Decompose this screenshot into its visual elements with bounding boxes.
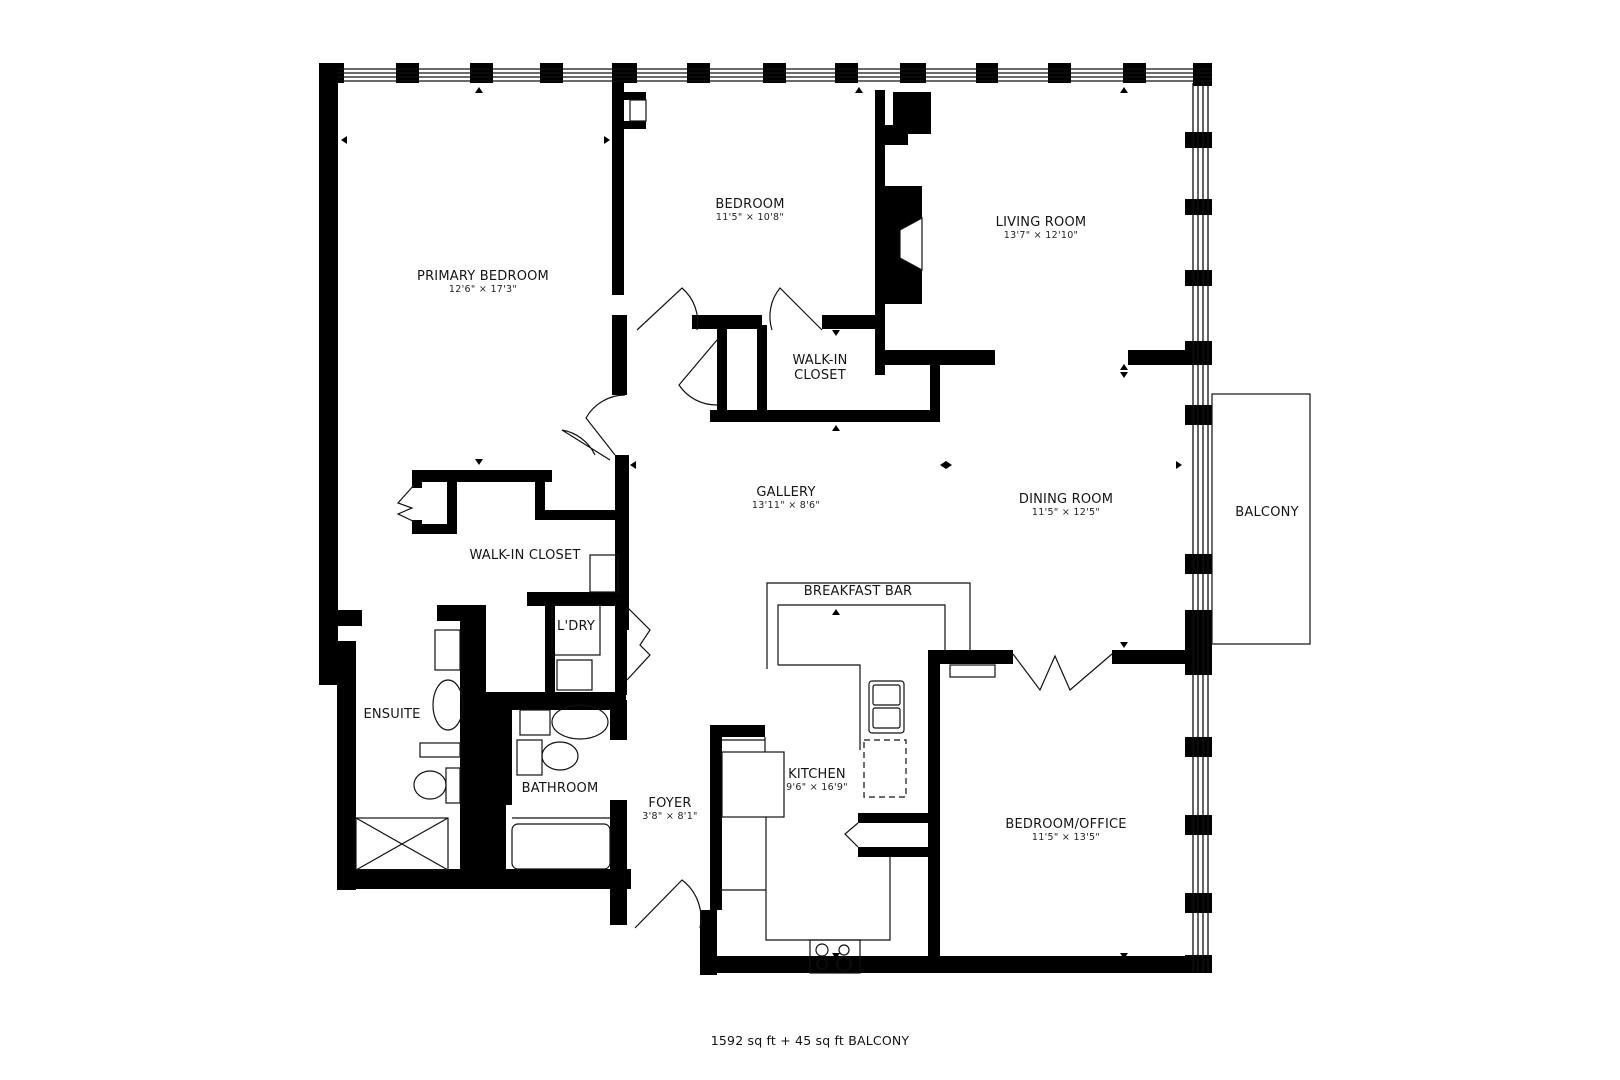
room-label-breakfast-bar: BREAKFAST BAR [803,584,913,600]
room-name: BALCONY [1235,505,1299,520]
room-name: WALK-IN CLOSET [469,548,581,563]
room-dimensions: 12'6" × 17'3" [448,283,518,295]
room-label-laundry: L'DRY [557,619,595,635]
room-label-bathroom: BATHROOM [521,781,599,797]
room-label-walk-in-closet-primary: WALK-IN CLOSET [469,548,581,564]
room-name: FOYER [648,796,692,811]
area-summary: 1592 sq ft + 45 sq ft BALCONY [710,1033,910,1048]
window-lines [338,68,1212,973]
fixtures-and-doors [355,99,1311,974]
room-label-ensuite: ENSUITE [363,707,421,723]
room-label-gallery: GALLERY 13'11" × 8'6" [751,485,821,512]
room-dimensions: 13'7" × 12'10" [1003,229,1079,241]
room-name: KITCHEN [788,767,846,782]
room-dimensions: 13'11" × 8'6" [751,499,821,511]
room-dimensions: 11'5" × 13'5" [1031,831,1101,843]
room-name-line1: WALK-IN [792,353,848,368]
room-name: GALLERY [756,485,816,500]
room-label-primary-bedroom: PRIMARY BEDROOM 12'6" × 17'3" [417,269,549,296]
dimension-markers [341,87,1182,959]
room-name-line2: CLOSET [794,367,846,383]
room-name: DINING ROOM [1018,492,1114,507]
room-label-bedroom-office: BEDROOM/OFFICE 11'5" × 13'5" [1005,817,1127,844]
room-name: BREAKFAST BAR [803,584,913,599]
room-dimensions: 3'8" × 8'1" [642,810,698,822]
room-name: ENSUITE [363,707,421,722]
room-label-living-room: LIVING ROOM 13'7" × 12'10" [995,215,1087,242]
room-name: BEDROOM [715,197,785,212]
room-name: PRIMARY BEDROOM [417,269,549,284]
room-label-foyer: FOYER 3'8" × 8'1" [642,796,698,823]
room-name: BEDROOM/OFFICE [1005,817,1127,832]
room-label-kitchen: KITCHEN 9'6" × 16'9" [786,767,848,794]
room-label-dining-room: DINING ROOM 11'5" × 12'5" [1018,492,1114,519]
room-dimensions: 11'5" × 12'5" [1031,506,1101,518]
room-dimensions: 11'5" × 10'8" [715,211,785,223]
room-name: BATHROOM [521,781,599,796]
room-label-walk-in-closet-upper: WALK-IN CLOSET [792,353,848,384]
room-dimensions: 9'6" × 16'9" [786,781,848,793]
room-name: L'DRY [557,619,595,634]
room-name: LIVING ROOM [995,215,1087,230]
room-label-bedroom: BEDROOM 11'5" × 10'8" [715,197,785,224]
room-label-balcony: BALCONY [1235,505,1299,521]
